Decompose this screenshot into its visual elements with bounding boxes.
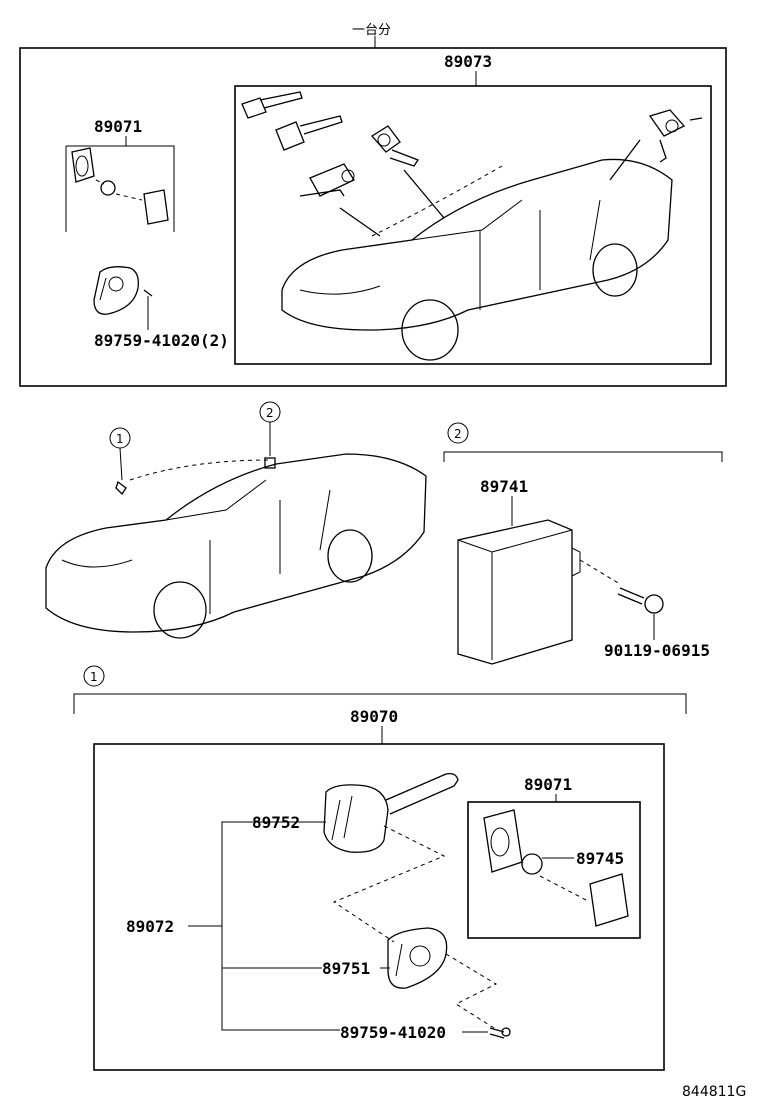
- key-label: 89072: [126, 917, 174, 936]
- callout-1b-circle: [83, 665, 105, 687]
- transmitter-icon: [387, 927, 448, 989]
- bolt-label: 90119-06915: [604, 641, 710, 660]
- figure-code: 844811G: [682, 1084, 746, 1100]
- top-battery-icon: [100, 180, 116, 196]
- top-key-cover-icon: [143, 189, 169, 225]
- top-set-box: [19, 47, 727, 387]
- top-header-text: 一台分: [352, 23, 391, 38]
- battery-dash: [539, 875, 587, 901]
- callout-1-leader: [119, 447, 123, 481]
- key-cover-icon: [589, 873, 629, 927]
- top-keyset-label: 89071: [94, 117, 142, 136]
- top-screw-label: 89759-41020(2): [94, 331, 229, 350]
- top-key-case-icon: [71, 147, 95, 183]
- door-cylinder-icon: [299, 163, 355, 197]
- callout-2-text: 2: [266, 406, 274, 420]
- set-location-arrows: [339, 139, 641, 237]
- callout-1b-bracket: [73, 693, 687, 714]
- key-dash: [332, 825, 446, 943]
- ignition-cylinder-icon: [371, 125, 419, 167]
- key-case-icon: [483, 809, 523, 873]
- key-bracket: [212, 821, 340, 1031]
- ecu-module-icon: [457, 519, 581, 665]
- inner-keyset-box: [467, 801, 641, 939]
- top-keyset-bracket: [65, 145, 175, 232]
- trunk-cylinder-icon: [648, 109, 703, 163]
- key-assy-label: 89070: [350, 707, 398, 726]
- callout-2b-bracket: [443, 451, 723, 462]
- set-key-1-icon: [241, 91, 303, 119]
- bolt-dash: [579, 559, 621, 585]
- set-key-2-icon: [275, 115, 343, 151]
- battery-label: 89745: [576, 849, 624, 868]
- top-keyset-dash: [95, 179, 143, 201]
- callout-2b-text: 2: [454, 427, 462, 441]
- top-screw-icon: [143, 289, 153, 297]
- set-inner-box: [234, 85, 712, 365]
- transmitter-label: 89751: [322, 959, 370, 978]
- callout-2-part-icon: [264, 457, 276, 469]
- inner-keyset-label: 89071: [524, 775, 572, 794]
- screw-head-icon: [501, 1027, 511, 1037]
- bolt-icon: [617, 587, 664, 614]
- callout-1b-text: 1: [90, 670, 98, 684]
- battery-icon: [521, 853, 543, 875]
- set-label: 89073: [444, 52, 492, 71]
- set-car-icon: [281, 158, 673, 361]
- transmitter-dash: [445, 953, 498, 1029]
- screw-label: 89759-41020: [340, 1023, 446, 1042]
- top-transmitter-icon: [93, 266, 139, 315]
- key-assy-box: [93, 743, 665, 1071]
- ecu-label: 89741: [480, 477, 528, 496]
- middle-car-icon: [45, 453, 427, 639]
- blank-key-icon: [323, 772, 459, 853]
- callout-2b-circle: [447, 422, 469, 444]
- callout-1-text: 1: [116, 432, 124, 446]
- callout-1-part-icon: [115, 480, 127, 496]
